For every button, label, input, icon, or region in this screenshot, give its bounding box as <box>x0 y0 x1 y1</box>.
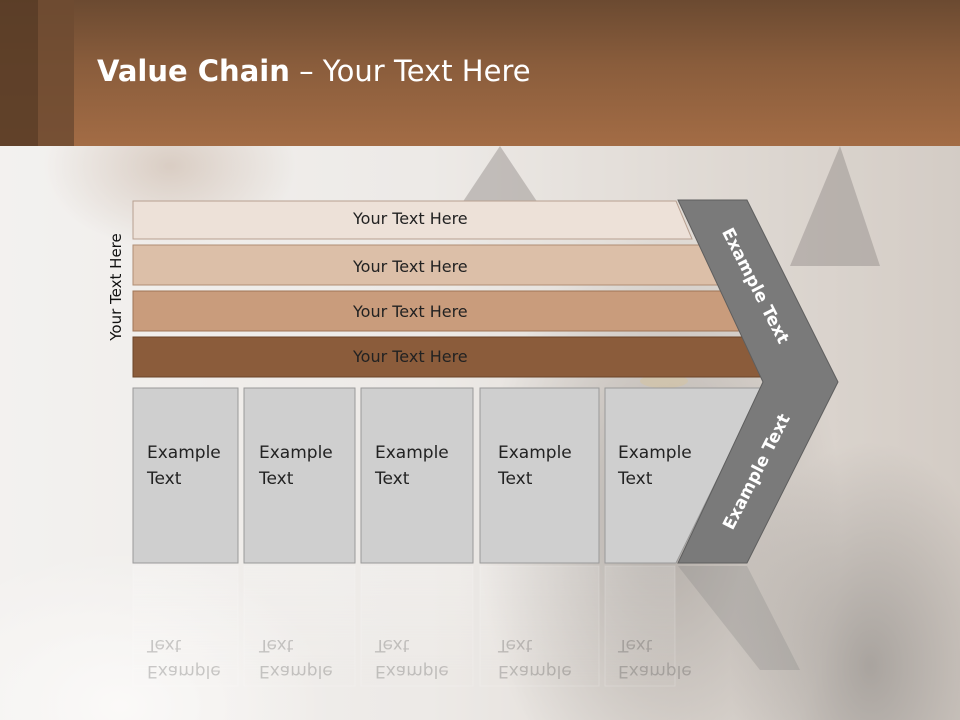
title-rest: – Your Text Here <box>289 54 531 88</box>
box-reflection <box>132 565 239 687</box>
box-label-reflection: Example Text <box>375 632 449 684</box>
activity-box-2[interactable] <box>243 387 356 564</box>
box-label-reflection: Example Text <box>618 632 692 684</box>
activity-box-1[interactable] <box>132 387 239 564</box>
activity-box-1-label: Example Text <box>147 440 221 492</box>
activity-box-3[interactable] <box>360 387 474 564</box>
box-line1: Example <box>259 443 333 463</box>
box-line1: Example <box>498 443 572 463</box>
box-line2: Text <box>259 469 294 489</box>
title-bold: Value Chain <box>97 54 290 88</box>
box-reflection <box>243 565 356 687</box>
refl-line2: Text <box>498 635 533 655</box>
box-line2: Text <box>147 469 182 489</box>
activity-box-4[interactable] <box>479 387 600 564</box>
refl-line2: Text <box>147 635 182 655</box>
box-label-reflection: Example Text <box>147 632 221 684</box>
box-label-reflection: Example Text <box>498 632 572 684</box>
box-line1: Example <box>147 443 221 463</box>
refl-line1: Example <box>259 661 333 681</box>
boxes-reflection <box>132 565 676 687</box>
box-line2: Text <box>618 469 653 489</box>
bar-4-label: Your Text Here <box>353 347 468 366</box>
refl-line2: Text <box>375 635 410 655</box>
box-reflection <box>604 565 676 687</box>
bar-2-label: Your Text Here <box>353 257 468 276</box>
slide-title: Value Chain – Your Text Here <box>97 54 531 88</box>
header-accent-strip-2 <box>38 0 74 146</box>
refl-line1: Example <box>498 661 572 681</box>
box-line1: Example <box>375 443 449 463</box>
refl-line2: Text <box>618 635 653 655</box>
bar-1[interactable] <box>132 200 693 240</box>
slide-header: Value Chain – Your Text Here <box>0 0 960 146</box>
chevron-arrow[interactable] <box>677 199 839 564</box>
refl-line1: Example <box>147 661 221 681</box>
refl-line2: Text <box>259 635 294 655</box>
bar-3-label: Your Text Here <box>353 302 468 321</box>
box-reflection <box>479 565 600 687</box>
box-line2: Text <box>375 469 410 489</box>
activity-box-4-label: Example Text <box>498 440 572 492</box>
refl-line1: Example <box>618 661 692 681</box>
refl-line1: Example <box>375 661 449 681</box>
activity-box-5-label: Example Text <box>618 440 692 492</box>
box-reflection <box>360 565 474 687</box>
box-line1: Example <box>618 443 692 463</box>
box-line2: Text <box>498 469 533 489</box>
activity-box-2-label: Example Text <box>259 440 333 492</box>
box-label-reflection: Example Text <box>259 632 333 684</box>
activity-box-5[interactable] <box>604 387 763 564</box>
cat-ear-right <box>790 146 880 266</box>
header-accent-strip <box>0 0 38 146</box>
bar-1-label: Your Text Here <box>353 209 468 228</box>
activity-box-3-label: Example Text <box>375 440 449 492</box>
chevron-reflection <box>678 566 800 670</box>
